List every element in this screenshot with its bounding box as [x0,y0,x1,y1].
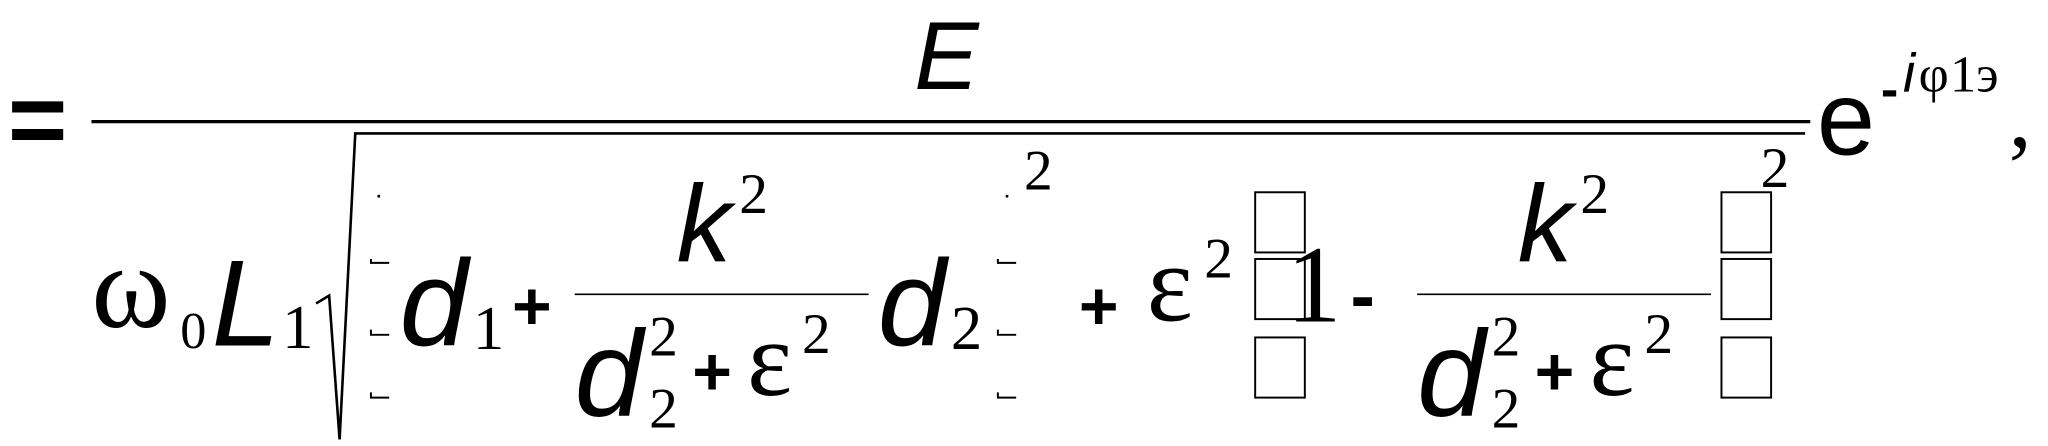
frac2-d-sub: 2 [1492,378,1521,441]
left-bracket-2 [1254,191,1306,399]
minus-sign: - [1351,254,1375,336]
left-bracket-1 [369,194,390,399]
plus-sign-2: + [1079,269,1119,345]
group2-superscript: 2 [1761,137,1790,200]
frac1-k: k [677,164,737,286]
L-symbol: L [212,235,280,372]
equals-sign: = [8,62,67,176]
epsilon-symbol: ε [1147,222,1193,344]
frac2-d: d [1417,306,1489,443]
exp-base-e: e [1817,60,1875,177]
d1-subscript: 1 [473,293,504,363]
d1-symbol: d [400,235,472,372]
frac2-k: k [1518,164,1578,286]
plus-sign: + [512,269,552,345]
frac1-plus: + [692,334,732,410]
omega-symbol: ω [91,221,170,354]
frac2-d-sup: 2 [1492,306,1521,369]
frac2-epsilon-sup: 2 [1644,303,1673,366]
right-bracket-1 [996,194,1017,399]
comma: , [2009,64,2032,166]
frac1-d-sub: 2 [649,378,678,441]
L-subscript: 1 [282,292,313,362]
d2-subscript: 2 [951,293,982,363]
exp-minus: - [1881,61,1898,119]
frac2-k-sup: 2 [1580,163,1609,226]
sqrt-radical [315,132,1806,440]
frac1-d: d [575,306,647,443]
epsilon-superscript: 2 [1204,227,1233,290]
frac1-k-sup: 2 [739,163,768,226]
exp-phi: φ [1919,46,1949,104]
exp-rest: 1э [1950,46,1999,104]
frac1-epsilon: ε [747,300,792,419]
group1-superscript: 2 [1024,140,1053,203]
frac1-epsilon-sup: 2 [802,303,831,366]
right-bracket-2 [1720,191,1773,399]
one-digit: 1 [1287,224,1342,346]
frac1-d-sup: 2 [649,306,678,369]
frac2-plus: + [1535,334,1575,410]
exp-i: i [1903,42,1917,104]
frac2-epsilon: ε [1590,300,1635,419]
d2-symbol: d [878,235,950,372]
numerator-E: E [914,2,980,110]
omega-subscript: 0 [180,302,206,360]
